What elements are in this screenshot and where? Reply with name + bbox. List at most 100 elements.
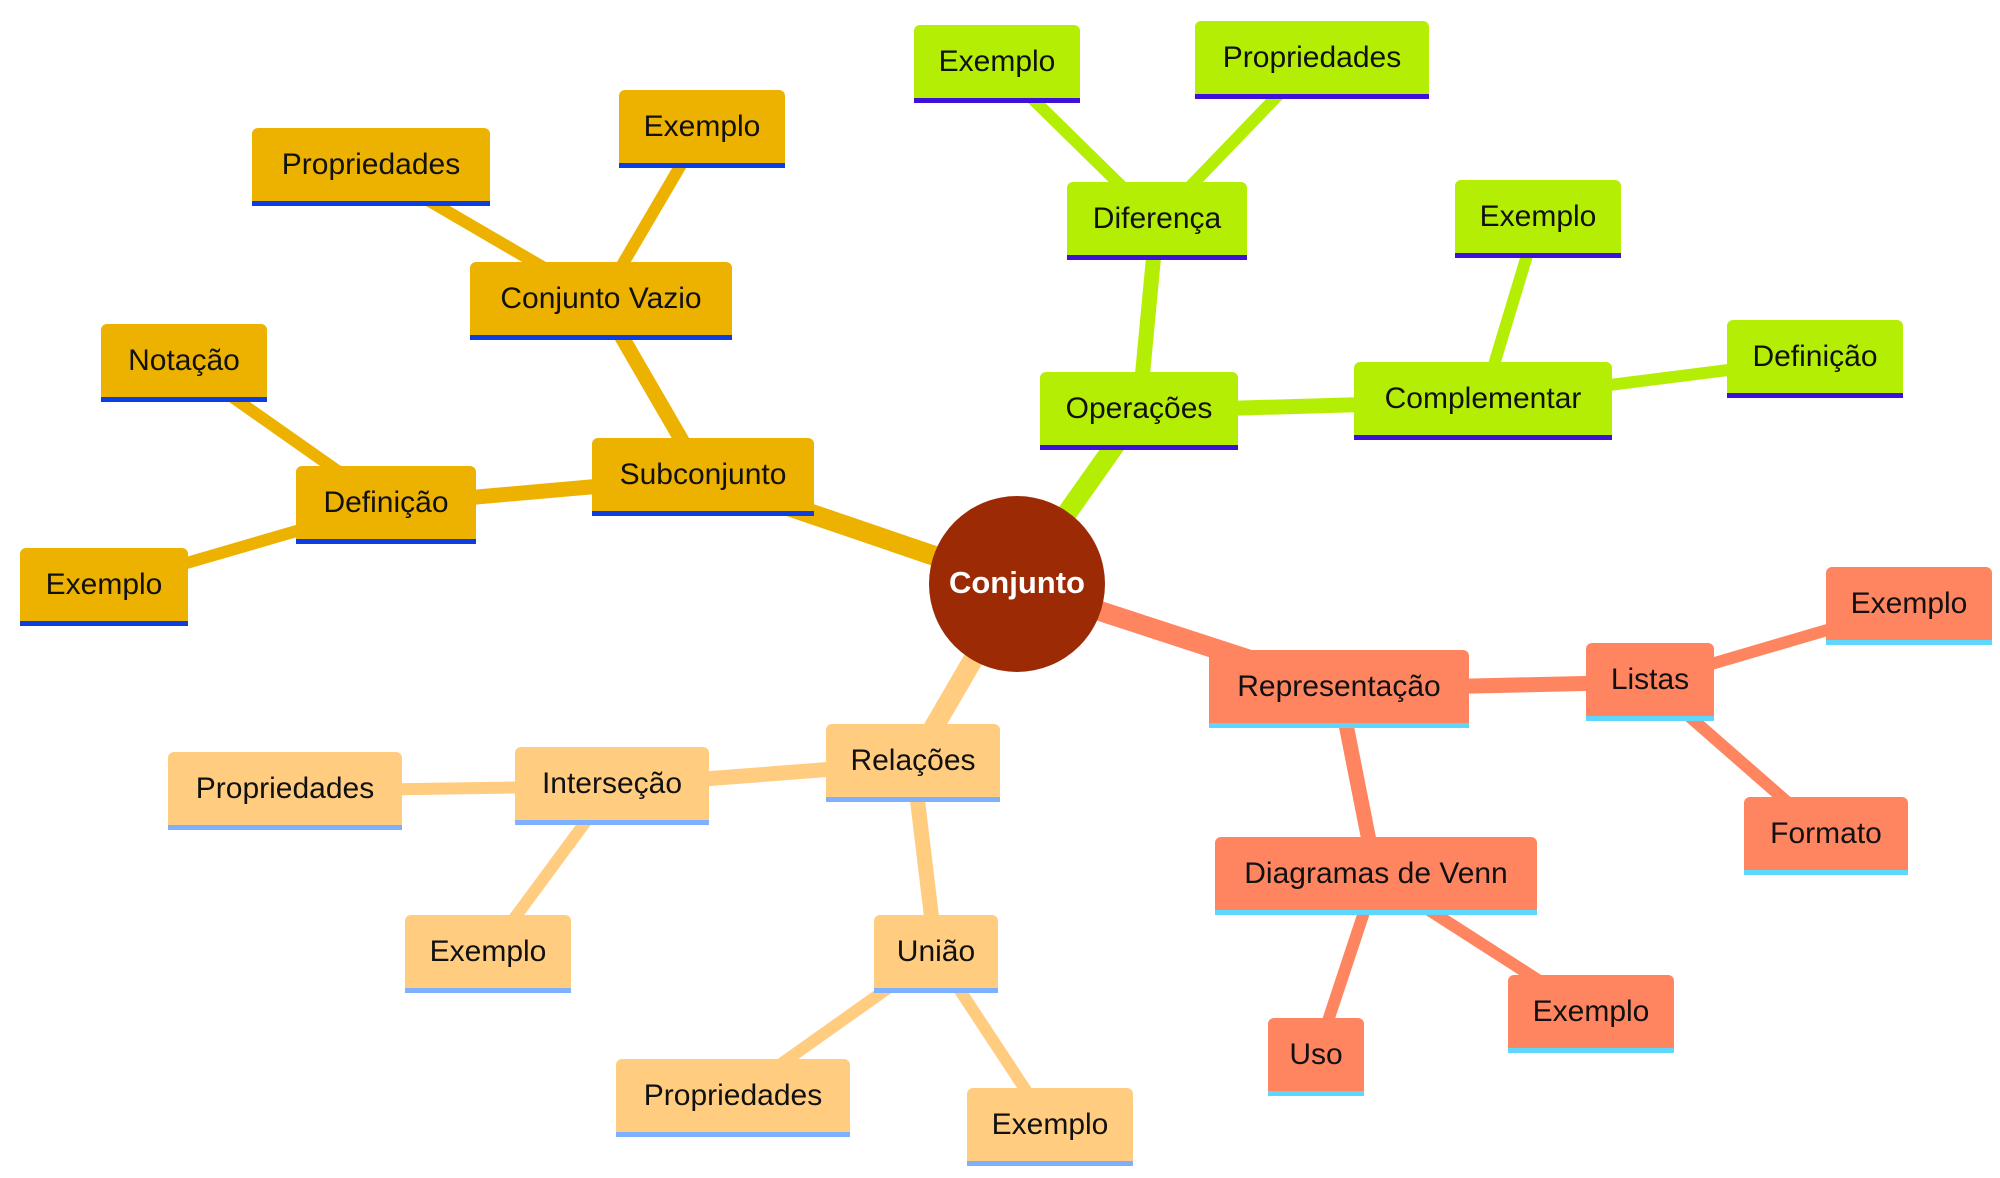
node-box [1268, 1018, 1364, 1096]
node-label: Exemplo [1851, 587, 1968, 620]
node-definicao-notacao[interactable]: Notação [101, 324, 267, 402]
node-underline [405, 988, 571, 993]
node-label: Exemplo [1533, 995, 1650, 1028]
node-relacoes[interactable]: Relações [826, 724, 1000, 802]
node-underline [515, 820, 709, 825]
node-box [101, 324, 267, 402]
node-underline [826, 797, 1000, 802]
node-underline [1826, 640, 1992, 645]
node-intersecao-propriedades[interactable]: Propriedades [168, 752, 402, 830]
node-underline [1354, 435, 1612, 440]
root-label: Conjunto [949, 565, 1085, 600]
node-box [1744, 797, 1908, 875]
node-box [967, 1088, 1133, 1166]
node-underline [1268, 1091, 1364, 1096]
node-box [592, 438, 814, 516]
node-box [1195, 21, 1429, 99]
node-vazio-propriedades[interactable]: Propriedades [252, 128, 490, 206]
node-box [20, 548, 188, 626]
node-underline [101, 397, 267, 402]
node-label: Definição [323, 486, 448, 519]
node-label: Definição [1752, 340, 1877, 373]
node-box [826, 724, 1000, 802]
node-underline [1744, 870, 1908, 875]
node-underline [1195, 94, 1429, 99]
root-node[interactable]: Conjunto [929, 496, 1105, 672]
nodes-layer: SubconjuntoDefiniçãoNotaçãoExemploConjun… [20, 21, 1992, 1166]
node-label: Exemplo [644, 110, 761, 143]
node-underline [252, 201, 490, 206]
node-label: Relações [850, 744, 975, 777]
node-underline [592, 511, 814, 516]
node-box [1826, 567, 1992, 645]
node-box [168, 752, 402, 830]
node-underline [967, 1161, 1133, 1166]
node-subconjunto[interactable]: Subconjunto [592, 438, 814, 516]
node-complementar-definicao[interactable]: Definição [1727, 320, 1903, 398]
node-label: Propriedades [1223, 41, 1401, 74]
node-underline [1586, 716, 1714, 721]
node-underline [1067, 255, 1247, 260]
node-box [1209, 650, 1469, 728]
node-label: União [897, 935, 975, 968]
node-relacoes-uniao[interactable]: União [874, 915, 998, 993]
node-label: Representação [1237, 670, 1440, 703]
node-listas-exemplo[interactable]: Exemplo [1826, 567, 1992, 645]
node-label: Notação [128, 344, 240, 377]
node-label: Propriedades [644, 1079, 822, 1112]
node-underline [1040, 445, 1238, 450]
node-underline [168, 825, 402, 830]
node-underline [619, 163, 785, 168]
node-uniao-propriedades[interactable]: Propriedades [616, 1059, 850, 1137]
node-box [1455, 180, 1621, 258]
node-label: Propriedades [282, 148, 460, 181]
node-vazio-exemplo[interactable]: Exemplo [619, 90, 785, 168]
node-relacoes-intersecao[interactable]: Interseção [515, 747, 709, 825]
node-label: Formato [1770, 817, 1882, 850]
node-uniao-exemplo[interactable]: Exemplo [967, 1088, 1133, 1166]
node-box [1727, 320, 1903, 398]
node-box [1508, 975, 1674, 1053]
node-venn-uso[interactable]: Uso [1268, 1018, 1364, 1096]
root-circle [929, 496, 1105, 672]
node-box [874, 915, 998, 993]
node-definicao-exemplo[interactable]: Exemplo [20, 548, 188, 626]
node-label: Propriedades [196, 772, 374, 805]
node-venn-exemplo[interactable]: Exemplo [1508, 975, 1674, 1053]
node-box [296, 466, 476, 544]
node-operacoes[interactable]: Operações [1040, 372, 1238, 450]
node-operacoes-diferenca[interactable]: Diferença [1067, 182, 1247, 260]
node-label: Exemplo [46, 568, 163, 601]
node-box [405, 915, 571, 993]
node-label: Diferença [1093, 202, 1222, 235]
node-subconjunto-vazio[interactable]: Conjunto Vazio [470, 262, 732, 340]
node-box [1215, 837, 1537, 915]
node-underline [296, 539, 476, 544]
node-box [515, 747, 709, 825]
node-diferenca-exemplo[interactable]: Exemplo [914, 25, 1080, 103]
node-representacao-venn[interactable]: Diagramas de Venn [1215, 837, 1537, 915]
node-underline [20, 621, 188, 626]
node-box [616, 1059, 850, 1137]
node-box [1040, 372, 1238, 450]
node-listas-formato[interactable]: Formato [1744, 797, 1908, 875]
node-underline [1215, 910, 1537, 915]
node-underline [1727, 393, 1903, 398]
node-subconjunto-definicao[interactable]: Definição [296, 466, 476, 544]
node-underline [1209, 723, 1469, 728]
node-complementar-exemplo[interactable]: Exemplo [1455, 180, 1621, 258]
node-label: Exemplo [939, 45, 1056, 78]
node-underline [1455, 253, 1621, 258]
node-representacao-listas[interactable]: Listas [1586, 643, 1714, 721]
node-label: Subconjunto [620, 458, 787, 491]
node-representacao[interactable]: Representação [1209, 650, 1469, 728]
node-label: Operações [1066, 392, 1213, 425]
node-box [914, 25, 1080, 103]
node-underline [1508, 1048, 1674, 1053]
node-intersecao-exemplo[interactable]: Exemplo [405, 915, 571, 993]
node-label: Complementar [1385, 382, 1582, 415]
node-diferenca-propriedades[interactable]: Propriedades [1195, 21, 1429, 99]
node-underline [914, 98, 1080, 103]
node-operacoes-complementar[interactable]: Complementar [1354, 362, 1612, 440]
